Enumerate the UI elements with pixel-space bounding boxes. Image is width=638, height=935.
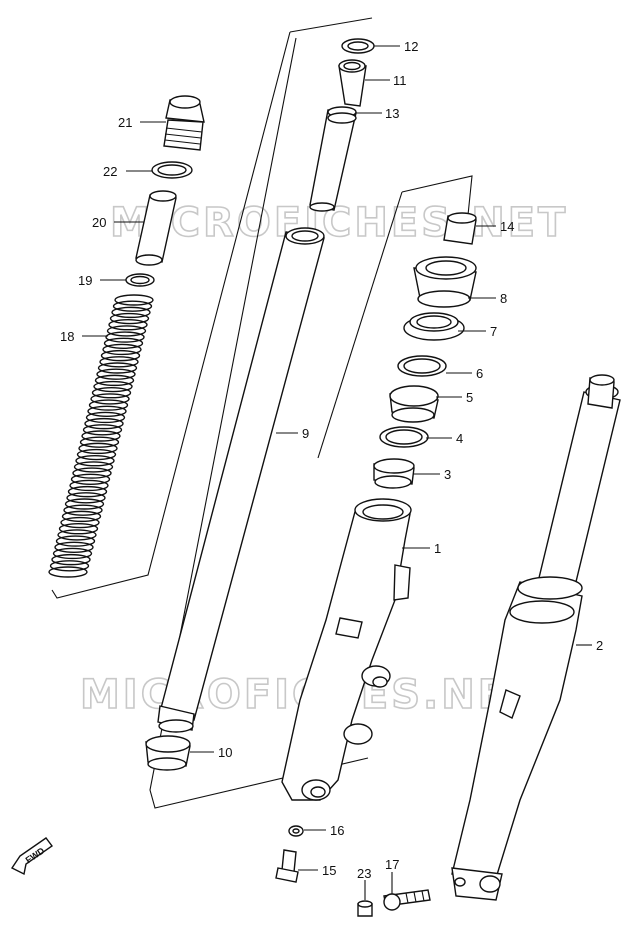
spring-coil bbox=[93, 380, 133, 393]
spring-coil bbox=[72, 467, 112, 479]
spring-coil bbox=[64, 498, 105, 510]
part-14-guide bbox=[443, 212, 477, 245]
spring-coil bbox=[114, 294, 154, 306]
spring-coil bbox=[94, 374, 135, 387]
callout-14: 14 bbox=[500, 219, 514, 234]
spring-coil bbox=[63, 504, 103, 516]
spring-coil bbox=[91, 387, 132, 399]
callout-3: 3 bbox=[444, 467, 451, 482]
spring-coil bbox=[106, 325, 147, 337]
spring-coil bbox=[76, 448, 117, 461]
part-12-ring bbox=[341, 38, 375, 54]
part-4-spacer bbox=[379, 426, 429, 448]
callout-21: 21 bbox=[118, 115, 132, 130]
spring-coil bbox=[100, 349, 141, 362]
part-1-outer-tube bbox=[281, 498, 412, 801]
callout-15: 15 bbox=[322, 863, 336, 878]
callout-1: 1 bbox=[434, 541, 441, 556]
spring-coil bbox=[96, 368, 136, 380]
callout-23: 23 bbox=[357, 866, 371, 881]
spring-coil bbox=[49, 560, 90, 572]
spring-coil bbox=[69, 479, 109, 492]
spring-coil bbox=[99, 356, 139, 368]
spring-coil bbox=[61, 510, 102, 523]
callout-16: 16 bbox=[330, 823, 344, 838]
part-23-cap bbox=[357, 900, 373, 917]
part-2-fork-assembly bbox=[451, 374, 621, 901]
part-9-inner-tube bbox=[157, 227, 325, 733]
spring-coil bbox=[66, 492, 106, 504]
callout-2: 2 bbox=[596, 638, 603, 653]
part-20-spacer bbox=[135, 190, 177, 266]
spring-coil bbox=[73, 461, 114, 473]
spring-coil bbox=[90, 393, 130, 405]
part-8-dust-seal bbox=[413, 256, 477, 308]
spring-coil bbox=[88, 399, 129, 411]
callout-7: 7 bbox=[490, 324, 497, 339]
spring-coil bbox=[84, 417, 124, 430]
callout-17: 17 bbox=[385, 857, 399, 872]
spring-coil bbox=[111, 306, 151, 319]
spring-coil bbox=[103, 337, 144, 349]
spring-coil bbox=[67, 485, 108, 498]
spring-group-outline bbox=[51, 17, 373, 599]
leader-lines bbox=[82, 45, 592, 900]
callout-11: 11 bbox=[393, 73, 407, 88]
watermark-top: MICROFICHES.NET bbox=[110, 200, 568, 246]
callout-22: 22 bbox=[103, 164, 117, 179]
spring-coil bbox=[79, 436, 120, 448]
part-16-gasket bbox=[288, 825, 304, 837]
part-18-fork-spring bbox=[48, 294, 154, 578]
callout-5: 5 bbox=[466, 390, 473, 405]
spring-coil bbox=[55, 535, 96, 547]
spring-coil bbox=[70, 473, 111, 485]
spring-coil bbox=[52, 547, 93, 560]
part-10-bushing bbox=[145, 735, 191, 771]
part-7-ring bbox=[403, 312, 465, 341]
spring-coil bbox=[75, 455, 115, 467]
spring-coil bbox=[112, 300, 153, 312]
part-11-damper-rod bbox=[309, 59, 367, 212]
inner-tube-group-outline bbox=[149, 37, 369, 809]
callout-8: 8 bbox=[500, 291, 507, 306]
spring-coil bbox=[85, 411, 126, 424]
callout-6: 6 bbox=[476, 366, 483, 381]
part-15-bolt bbox=[275, 849, 299, 883]
spring-coil bbox=[54, 541, 94, 553]
part-17-bolt bbox=[383, 889, 431, 911]
fwd-arrow: FWD bbox=[10, 837, 53, 876]
spring-coil bbox=[109, 312, 150, 325]
callout-10: 10 bbox=[218, 745, 232, 760]
part-22-o-ring bbox=[151, 161, 193, 179]
callout-12: 12 bbox=[404, 39, 418, 54]
spring-coil bbox=[57, 529, 97, 541]
spring-coil bbox=[81, 430, 121, 442]
part-21-cap-bolt bbox=[163, 95, 205, 151]
spring-coil bbox=[108, 319, 148, 331]
spring-coil bbox=[105, 331, 145, 343]
spring-coil bbox=[102, 343, 142, 356]
spring-coil bbox=[78, 442, 118, 455]
part-3-slide-metal bbox=[373, 458, 415, 489]
spring-coil bbox=[87, 405, 127, 417]
callout-numbers: 12 11 13 14 8 7 6 5 4 3 1 2 9 10 21 22 2… bbox=[60, 39, 603, 881]
callout-20: 20 bbox=[92, 215, 106, 230]
spring-coil bbox=[48, 566, 88, 578]
callout-13: 13 bbox=[385, 106, 399, 121]
part-19-washer bbox=[125, 273, 155, 287]
callout-4: 4 bbox=[456, 431, 463, 446]
spring-coil bbox=[97, 362, 138, 374]
callout-18: 18 bbox=[60, 329, 74, 344]
part-5-oil-seal bbox=[389, 385, 439, 423]
spring-coil bbox=[82, 424, 123, 436]
callout-19: 19 bbox=[78, 273, 92, 288]
outer-tube-group-outline bbox=[317, 175, 473, 459]
spring-coil bbox=[51, 553, 91, 566]
spring-coil bbox=[60, 516, 100, 529]
callout-9: 9 bbox=[302, 426, 309, 441]
part-6-washer bbox=[397, 355, 447, 377]
spring-coil bbox=[58, 523, 99, 535]
